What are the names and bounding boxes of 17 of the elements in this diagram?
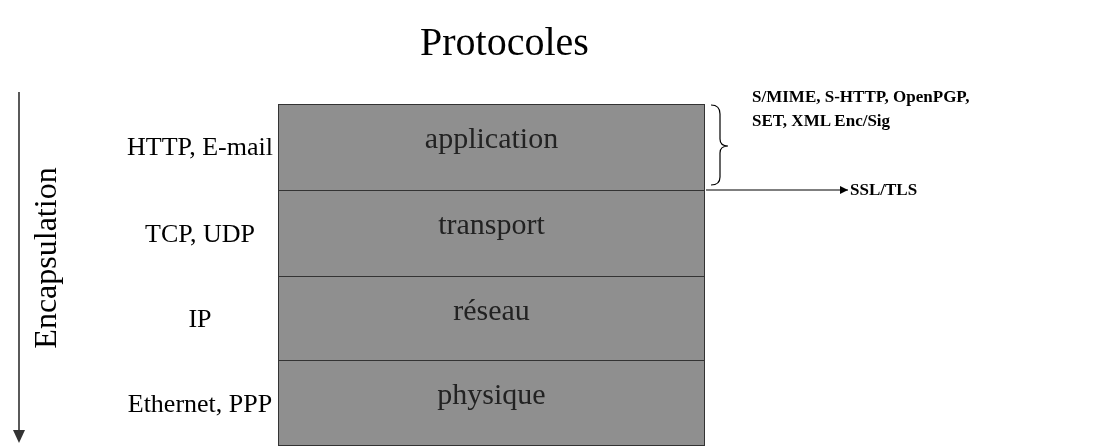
axis-label: Encapsulation: [26, 167, 64, 349]
layer-name: transport: [438, 207, 545, 241]
layer-box: [278, 104, 705, 191]
layer-name: application: [424, 121, 559, 155]
layer-name: réseau: [453, 293, 530, 327]
layer-box: [278, 276, 705, 361]
protocol-text: SSL/TLS: [850, 177, 918, 203]
protocol-list: S/MIME, S-HTTP, OpenPGP, SET, XML Enc/Sig: [752, 85, 997, 133]
protocol-list: IP: [110, 304, 290, 334]
layer-box: [278, 360, 705, 446]
layer-name: physique: [437, 377, 546, 411]
layer-box: [278, 190, 705, 277]
protocol-list: HTTP, E-mail: [110, 132, 290, 162]
protocol-list: Ethernet, PPP: [110, 389, 290, 419]
arrow: [705, 186, 849, 194]
protocol-list: TCP, UDP: [110, 219, 290, 249]
title: Protocoles: [420, 18, 589, 65]
